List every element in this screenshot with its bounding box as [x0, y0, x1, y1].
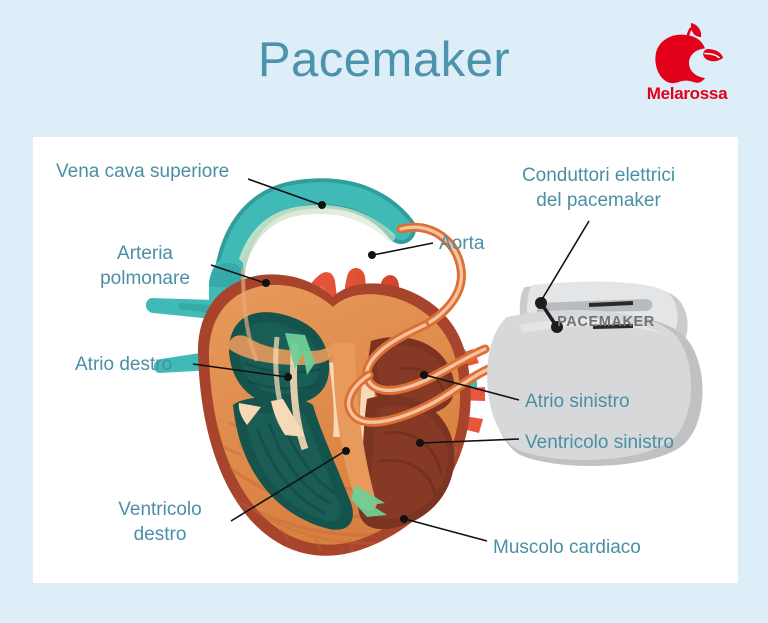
- left-heart-chambers: [358, 337, 455, 530]
- content-card: Vena cava superiore Arteria polmonare At…: [33, 137, 738, 583]
- label-atrio-destro: Atrio destro: [75, 354, 173, 375]
- leader-lines: [192, 178, 590, 542]
- heart-graphic: [145, 178, 498, 556]
- interventricular-septum: [333, 343, 377, 511]
- flow-arrows: [285, 333, 387, 517]
- apple-icon: [655, 23, 723, 84]
- pacemaker-device: [487, 281, 703, 467]
- label-conduttori-elettrici: Conduttori elettrici del pacemaker: [521, 165, 676, 211]
- lead-connector-pins: [535, 297, 634, 333]
- flow-arrow-ventricle: [351, 485, 387, 517]
- label-vena-cava-superiore: Vena cava superiore: [56, 161, 230, 182]
- label-ventricolo-destro: Ventricolo destro: [118, 499, 202, 545]
- heart-illustration: [145, 178, 703, 556]
- header: Pacemaker Melarossa: [0, 0, 768, 137]
- heart-pacemaker-diagram: Vena cava superiore Arteria polmonare At…: [33, 137, 738, 583]
- label-aorta: Aorta: [439, 233, 485, 254]
- logo-wordmark: Melarossa: [646, 84, 728, 103]
- flow-arrow-atrium: [285, 333, 315, 375]
- page-title: Pacemaker: [257, 33, 511, 87]
- label-ventricolo-sinistro: Ventricolo sinistro: [525, 432, 674, 453]
- melarossa-logo: Melarossa: [636, 22, 738, 110]
- label-muscolo-cardiaco: Muscolo cardiaco: [493, 537, 641, 558]
- label-atrio-sinistro: Atrio sinistro: [525, 391, 630, 412]
- pacemaker-device-caption: PACEMAKER: [557, 314, 655, 330]
- label-arteria-polmonare: Arteria polmonare: [100, 243, 190, 289]
- device-body: [487, 310, 691, 461]
